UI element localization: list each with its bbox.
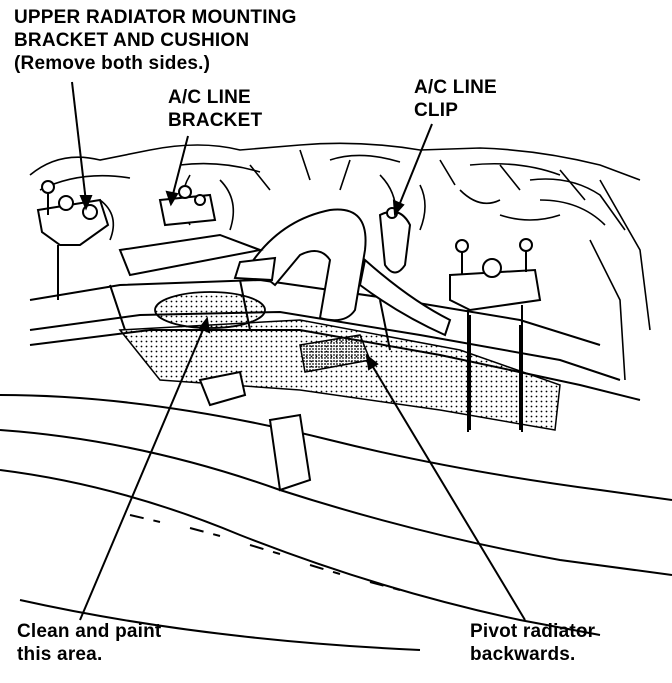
latch-detail [198,370,312,492]
ac-line-clip-callout: A/C LINE CLIP [414,76,497,122]
upper-bracket-right [449,238,542,432]
ac-line-bracket [118,185,264,277]
front-body [0,394,672,651]
callout-line: backwards. [470,644,576,665]
callout-line: BRACKET [168,110,263,131]
leader-lines [71,81,526,621]
callout-line: (Remove both sides.) [14,53,211,74]
callout-line: UPPER RADIATOR MOUNTING [14,7,297,28]
callout-line: A/C LINE [168,87,251,108]
callout-line: Pivot radiator [470,621,596,642]
ac-line-clip [378,207,412,274]
pivot-radiator-callout: Pivot radiator backwards. [470,620,595,666]
upper-bracket-left [36,180,110,300]
clean-paint-callout: Clean and paint this area. [17,620,161,666]
ac-line-bracket-callout: A/C LINE BRACKET [168,86,262,132]
callout-line: CLIP [414,100,459,121]
callout-line: this area. [17,644,103,665]
callout-line: Clean and paint [17,621,162,642]
callout-line: A/C LINE [414,77,497,98]
callout-line: BRACKET AND CUSHION [14,30,250,51]
upper-radiator-bracket-callout: UPPER RADIATOR MOUNTING BRACKET AND CUSH… [14,6,297,75]
radiator-hose [233,208,452,337]
